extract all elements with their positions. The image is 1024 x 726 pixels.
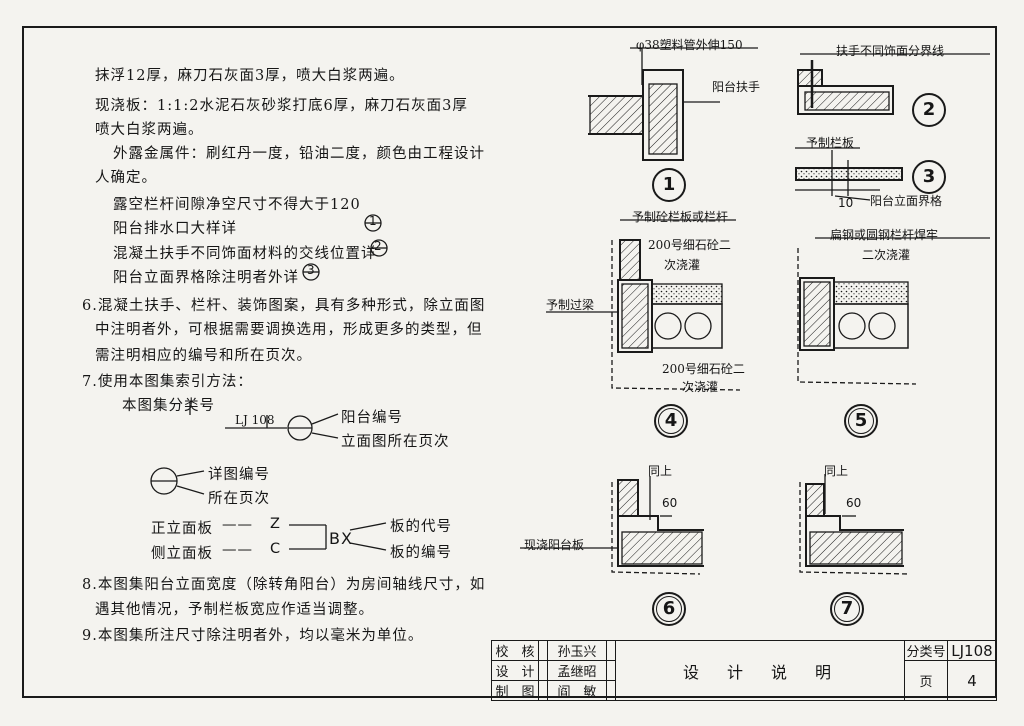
detail-label: 200号细石砼二 — [662, 362, 745, 376]
detail-label: 次浇灌 — [682, 380, 719, 394]
tb-signature: 阎 敏 — [547, 680, 607, 701]
tb-signature: 孟继昭 — [547, 660, 607, 681]
detail-number: 3 — [912, 160, 946, 194]
note-line: 板的编号 — [390, 545, 452, 561]
tb-signature: 孙玉兴 — [547, 640, 607, 661]
note-line: 7.使用本图集索引方法： — [82, 374, 253, 390]
detail-label: φ38塑料管外伸150 — [636, 38, 743, 52]
tb-cat-value: LJ108 — [947, 640, 997, 661]
detail-number: 6 — [652, 592, 686, 626]
detail-number: 5 — [844, 404, 878, 438]
note-line: 本图集分类号 — [122, 398, 215, 414]
detail-label: 同上 — [648, 464, 673, 478]
note-line: 板的代号 — [390, 519, 452, 535]
dash: —— — [222, 542, 253, 558]
note-line: 8.本图集阳台立面宽度（除转角阳台）为房间轴线尺寸，如 — [82, 577, 486, 593]
tb-role: 设 计 — [491, 660, 539, 681]
note-line: 遇其他情况，予制栏板宽应作适当调整。 — [95, 602, 374, 618]
detail-number: 2 — [912, 93, 946, 127]
dash: —— — [222, 517, 253, 533]
note-line: 阳台编号 — [341, 410, 403, 426]
note-line: 详图编号 — [208, 467, 270, 483]
note-line: 喷大白浆两遍。 — [95, 122, 204, 138]
detail-number: 7 — [830, 592, 864, 626]
tb-page-label: 页 — [904, 660, 948, 701]
note-line: 混凝土扶手不同饰面材料的交线位置详 — [113, 246, 377, 262]
index-code: LJ 108 — [235, 413, 275, 427]
tb-page-value: 4 — [947, 660, 997, 701]
index-number: 3 — [307, 263, 315, 277]
detail-label: 扁钢或圆钢栏杆焊牢 — [830, 228, 939, 242]
plate-code-z: Z — [270, 516, 281, 532]
detail-label: 200号细石砼二 — [648, 238, 731, 252]
index-number: 1 — [369, 214, 377, 228]
dimension: 60 — [846, 496, 862, 510]
note-line: 人确定。 — [95, 170, 157, 186]
detail-label: 阳台立面界格 — [870, 194, 943, 208]
note-line: 阳台立面界格除注明者外详 — [113, 270, 299, 286]
detail-label: 阳台扶手 — [712, 80, 761, 94]
detail-label: 予制过梁 — [546, 298, 595, 312]
index-number: 2 — [374, 239, 382, 253]
note-line: 正立面板 — [151, 521, 213, 537]
detail-label: 次浇灌 — [664, 258, 701, 272]
note-line: 所在页次 — [208, 491, 270, 507]
detail-label: 现浇阳台板 — [524, 538, 585, 552]
note-line: 立面图所在页次 — [341, 434, 450, 450]
drawing-title: 设 计 说 明 — [615, 640, 905, 701]
detail-number: 4 — [654, 404, 688, 438]
note-line: 侧立面板 — [151, 546, 213, 562]
detail-label: 同上 — [824, 464, 849, 478]
dimension: 10 — [838, 196, 854, 210]
dimension: 60 — [662, 496, 678, 510]
note-line: 现浇板：1:1:2水泥石灰砂浆打底6厚，麻刀石灰面3厚 — [95, 98, 468, 114]
note-line: 中注明者外，可根据需要调换选用，形成更多的类型，但 — [95, 322, 483, 338]
tb-role: 制 图 — [491, 680, 539, 701]
note-line: 9.本图集所注尺寸除注明者外，均以毫米为单位。 — [82, 628, 424, 644]
plate-code-bx: BX — [329, 529, 353, 548]
index-symbol — [302, 214, 388, 281]
note-line: 外露金属件：刷红丹一度，铅油二度，颜色由工程设计 — [113, 146, 485, 162]
detail-label: 予制栏板 — [806, 136, 855, 150]
detail-number: 1 — [652, 168, 686, 202]
detail-label: 予制砼栏板或栏杆 — [632, 210, 729, 224]
note-line: 阳台排水口大样详 — [113, 221, 237, 237]
tb-role: 校 核 — [491, 640, 539, 661]
detail-label: 扶手不同饰面分界线 — [836, 44, 945, 58]
note-line: 露空栏杆间隙净空尺寸不得大于120 — [113, 197, 361, 213]
plate-code-c: C — [270, 541, 282, 557]
note-line: 抹浮12厚，麻刀石灰面3厚，喷大白浆两遍。 — [95, 68, 405, 84]
note-line: 需注明相应的编号和所在页次。 — [95, 348, 312, 364]
title-block: 校 核 孙玉兴 设 计 说 明 分类号 LJ108 设 计 孟继昭 页 4 制 … — [491, 640, 997, 701]
tb-cat-label: 分类号 — [904, 640, 948, 661]
detail-label: 二次浇灌 — [862, 248, 911, 262]
note-line: 6.混凝土扶手、栏杆、装饰图案，具有多种形式，除立面图 — [82, 298, 486, 314]
